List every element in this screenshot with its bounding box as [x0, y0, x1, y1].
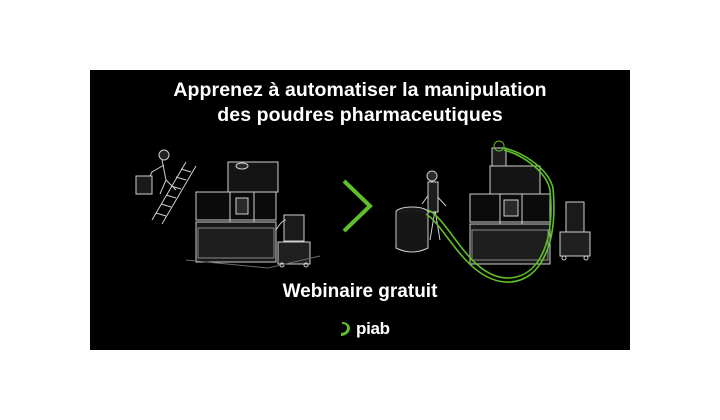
- automated-process-scene: [395, 140, 591, 265]
- webinar-label: Webinaire gratuit: [282, 281, 438, 302]
- manual-process-scene: [135, 149, 321, 269]
- webinar-banner[interactable]: Apprenez à automatiser la manipulation d…: [90, 70, 630, 350]
- headline: Apprenez à automatiser la manipulation d…: [90, 78, 630, 128]
- powder-barrel: [395, 206, 429, 253]
- vacuum-conveyor-icon: [491, 140, 507, 167]
- chevron-right-icon: [342, 179, 373, 233]
- vacuum-unit-left: [275, 214, 311, 268]
- tablet-press-machine-right: [469, 165, 551, 265]
- operator-figure: [421, 170, 447, 241]
- vacuum-pump-right: [559, 201, 591, 261]
- ladder-icon: [151, 161, 197, 225]
- brand-name: piab: [356, 319, 390, 338]
- conveying-hose: [425, 147, 555, 283]
- headline-line-2: des poudres pharmaceutiques: [217, 104, 503, 126]
- piab-logo-icon: [341, 322, 350, 336]
- brand-logo[interactable]: piab: [338, 318, 390, 340]
- worker-figure: [135, 149, 177, 195]
- tablet-press-machine-left: [195, 161, 279, 263]
- process-illustration: [135, 140, 591, 283]
- headline-line-1: Apprenez à automatiser la manipulation: [173, 79, 547, 101]
